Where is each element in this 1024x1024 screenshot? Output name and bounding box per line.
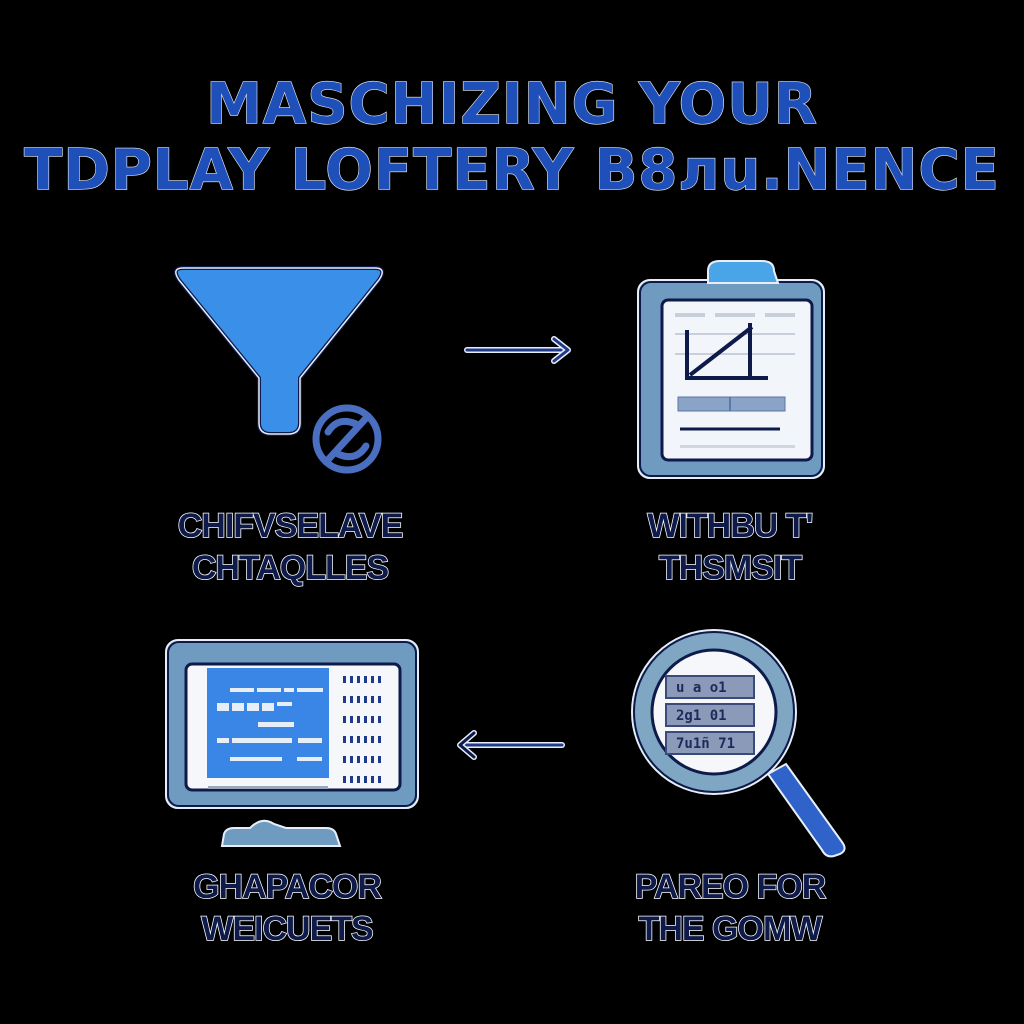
step-search-label-line2: THE GOMW xyxy=(638,909,823,949)
magnifier-row-3: 7u1ñ 71 xyxy=(676,736,735,752)
magnifier-table-icon: u a o1 2g1 01 7u1ñ 71 xyxy=(631,629,846,858)
step-filter-label: CHIFVSELAVE CHTAQLLES xyxy=(140,505,440,589)
step-report-label: WITHBU T' THSMSIT xyxy=(580,505,880,589)
step-monitor-label-line1: GHAPACOR xyxy=(192,867,382,907)
step-filter-label-line1: CHIFVSELAVE xyxy=(177,506,404,546)
step-search-label: PAREO FOR THE GOMW xyxy=(580,866,880,950)
arrow-right-icon xyxy=(464,336,571,364)
title-line-2: TDPLAY LOFTERY B8лu.NENCE xyxy=(24,137,1000,203)
title-line-1: MASCHIZING YOUR xyxy=(206,71,818,137)
magnifier-row-1: u a o1 xyxy=(676,680,727,696)
monitor-dashboard-icon xyxy=(165,639,419,847)
step-monitor-label-line2: WEICUETS xyxy=(201,909,375,949)
clipboard-chart-icon xyxy=(637,260,825,479)
magnifier-row-2: 2g1 01 xyxy=(676,708,727,724)
sync-badge-icon xyxy=(312,404,382,474)
step-filter-label-line2: CHTAQLLES xyxy=(191,548,390,588)
step-report-label-line2: THSMSIT xyxy=(658,548,803,588)
step-monitor-label: GHAPACOR WEICUETS xyxy=(137,866,437,950)
arrow-left-icon xyxy=(457,730,565,760)
step-search-label-line1: PAREO FOR xyxy=(634,867,827,907)
funnel-icon xyxy=(173,266,385,436)
step-report-label-line1: WITHBU T' xyxy=(647,506,815,546)
